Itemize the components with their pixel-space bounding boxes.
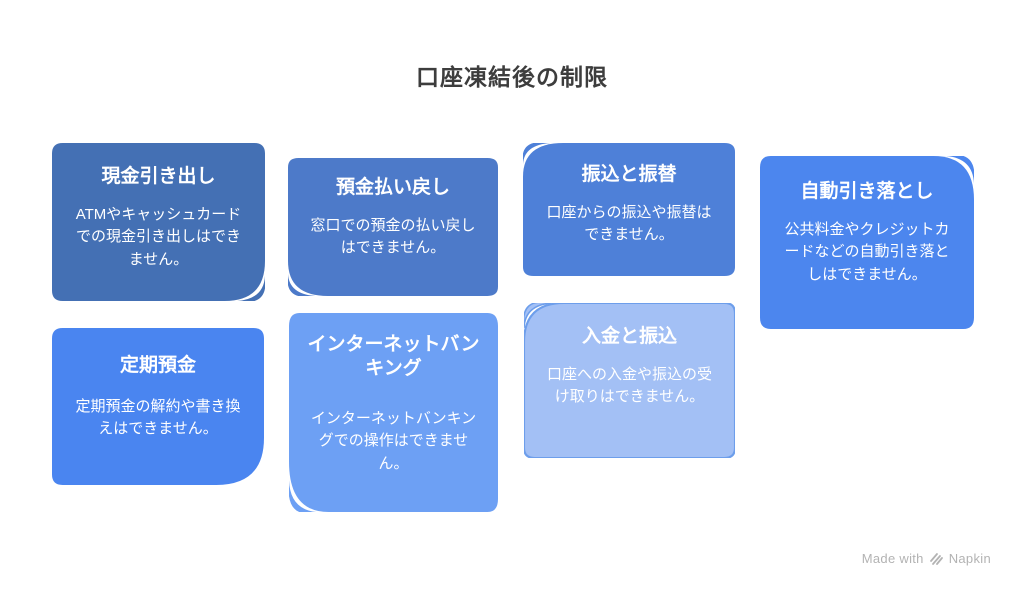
card-title: インターネットバンキング (307, 334, 480, 379)
card-title: 自動引き落とし (800, 181, 934, 202)
card-body: インターネットバンキングでの操作はできません。 (310, 409, 477, 472)
card-title: 振込と振替 (581, 164, 677, 185)
watermark: Made with Napkin (862, 551, 991, 566)
card-body: ATMやキャッシュカードでの現金引き出しはできません。 (75, 205, 242, 268)
watermark-brand: Napkin (948, 551, 991, 566)
card-incoming-deposit: 入金と振込 口座への入金や振込の受け取りはできません。 (524, 303, 735, 458)
card-deposit-refund: 預金払い戻し 窓口での預金の払い戻しはできません。 (288, 158, 498, 296)
card-title: 預金払い戻し (335, 177, 450, 198)
card-body: 口座への入金や振込の受け取りはできません。 (546, 365, 712, 406)
card-title: 定期預金 (119, 355, 196, 376)
card-shape (524, 303, 735, 458)
card-internet-banking: インターネットバンキング インターネットバンキングでの操作はできません。 (289, 313, 498, 512)
corner-fold (946, 156, 974, 184)
card-title: 入金と振込 (581, 326, 677, 347)
watermark-prefix: Made with (861, 551, 924, 566)
card-cash-withdrawal: 現金引き出し ATMやキャッシュカードでの現金引き出しはできません。 (52, 143, 265, 301)
corner-fold (289, 480, 317, 512)
corner-fold (523, 143, 551, 165)
corner-fold (288, 273, 316, 296)
card-shape (52, 328, 264, 485)
card-shape (760, 156, 974, 329)
napkin-logo-icon (929, 552, 943, 565)
card-body: 窓口での預金の払い戻しはできません。 (310, 216, 476, 257)
corner-fold (524, 303, 552, 328)
page-title: 口座凍結後の制限 (416, 64, 608, 90)
card-shape (288, 158, 498, 296)
card-auto-debit: 自動引き落とし 公共料金やクレジットカードなどの自動引き落としはできません。 (760, 156, 974, 329)
card-shape (523, 143, 735, 276)
card-title: 現金引き出し (101, 166, 216, 187)
card-body: 公共料金やクレジットカードなどの自動引き落としはできません。 (784, 220, 950, 283)
card-shape (289, 313, 498, 512)
card-body: 定期預金の解約や書き換えはできません。 (75, 397, 241, 438)
card-shape (52, 143, 265, 301)
corner-fold (237, 275, 265, 301)
card-transfer: 振込と振替 口座からの振込や振替はできません。 (523, 143, 735, 276)
card-time-deposit: 定期預金 定期預金の解約や書き換えはできません。 (52, 328, 264, 485)
card-body: 口座からの振込や振替はできません。 (546, 203, 712, 244)
